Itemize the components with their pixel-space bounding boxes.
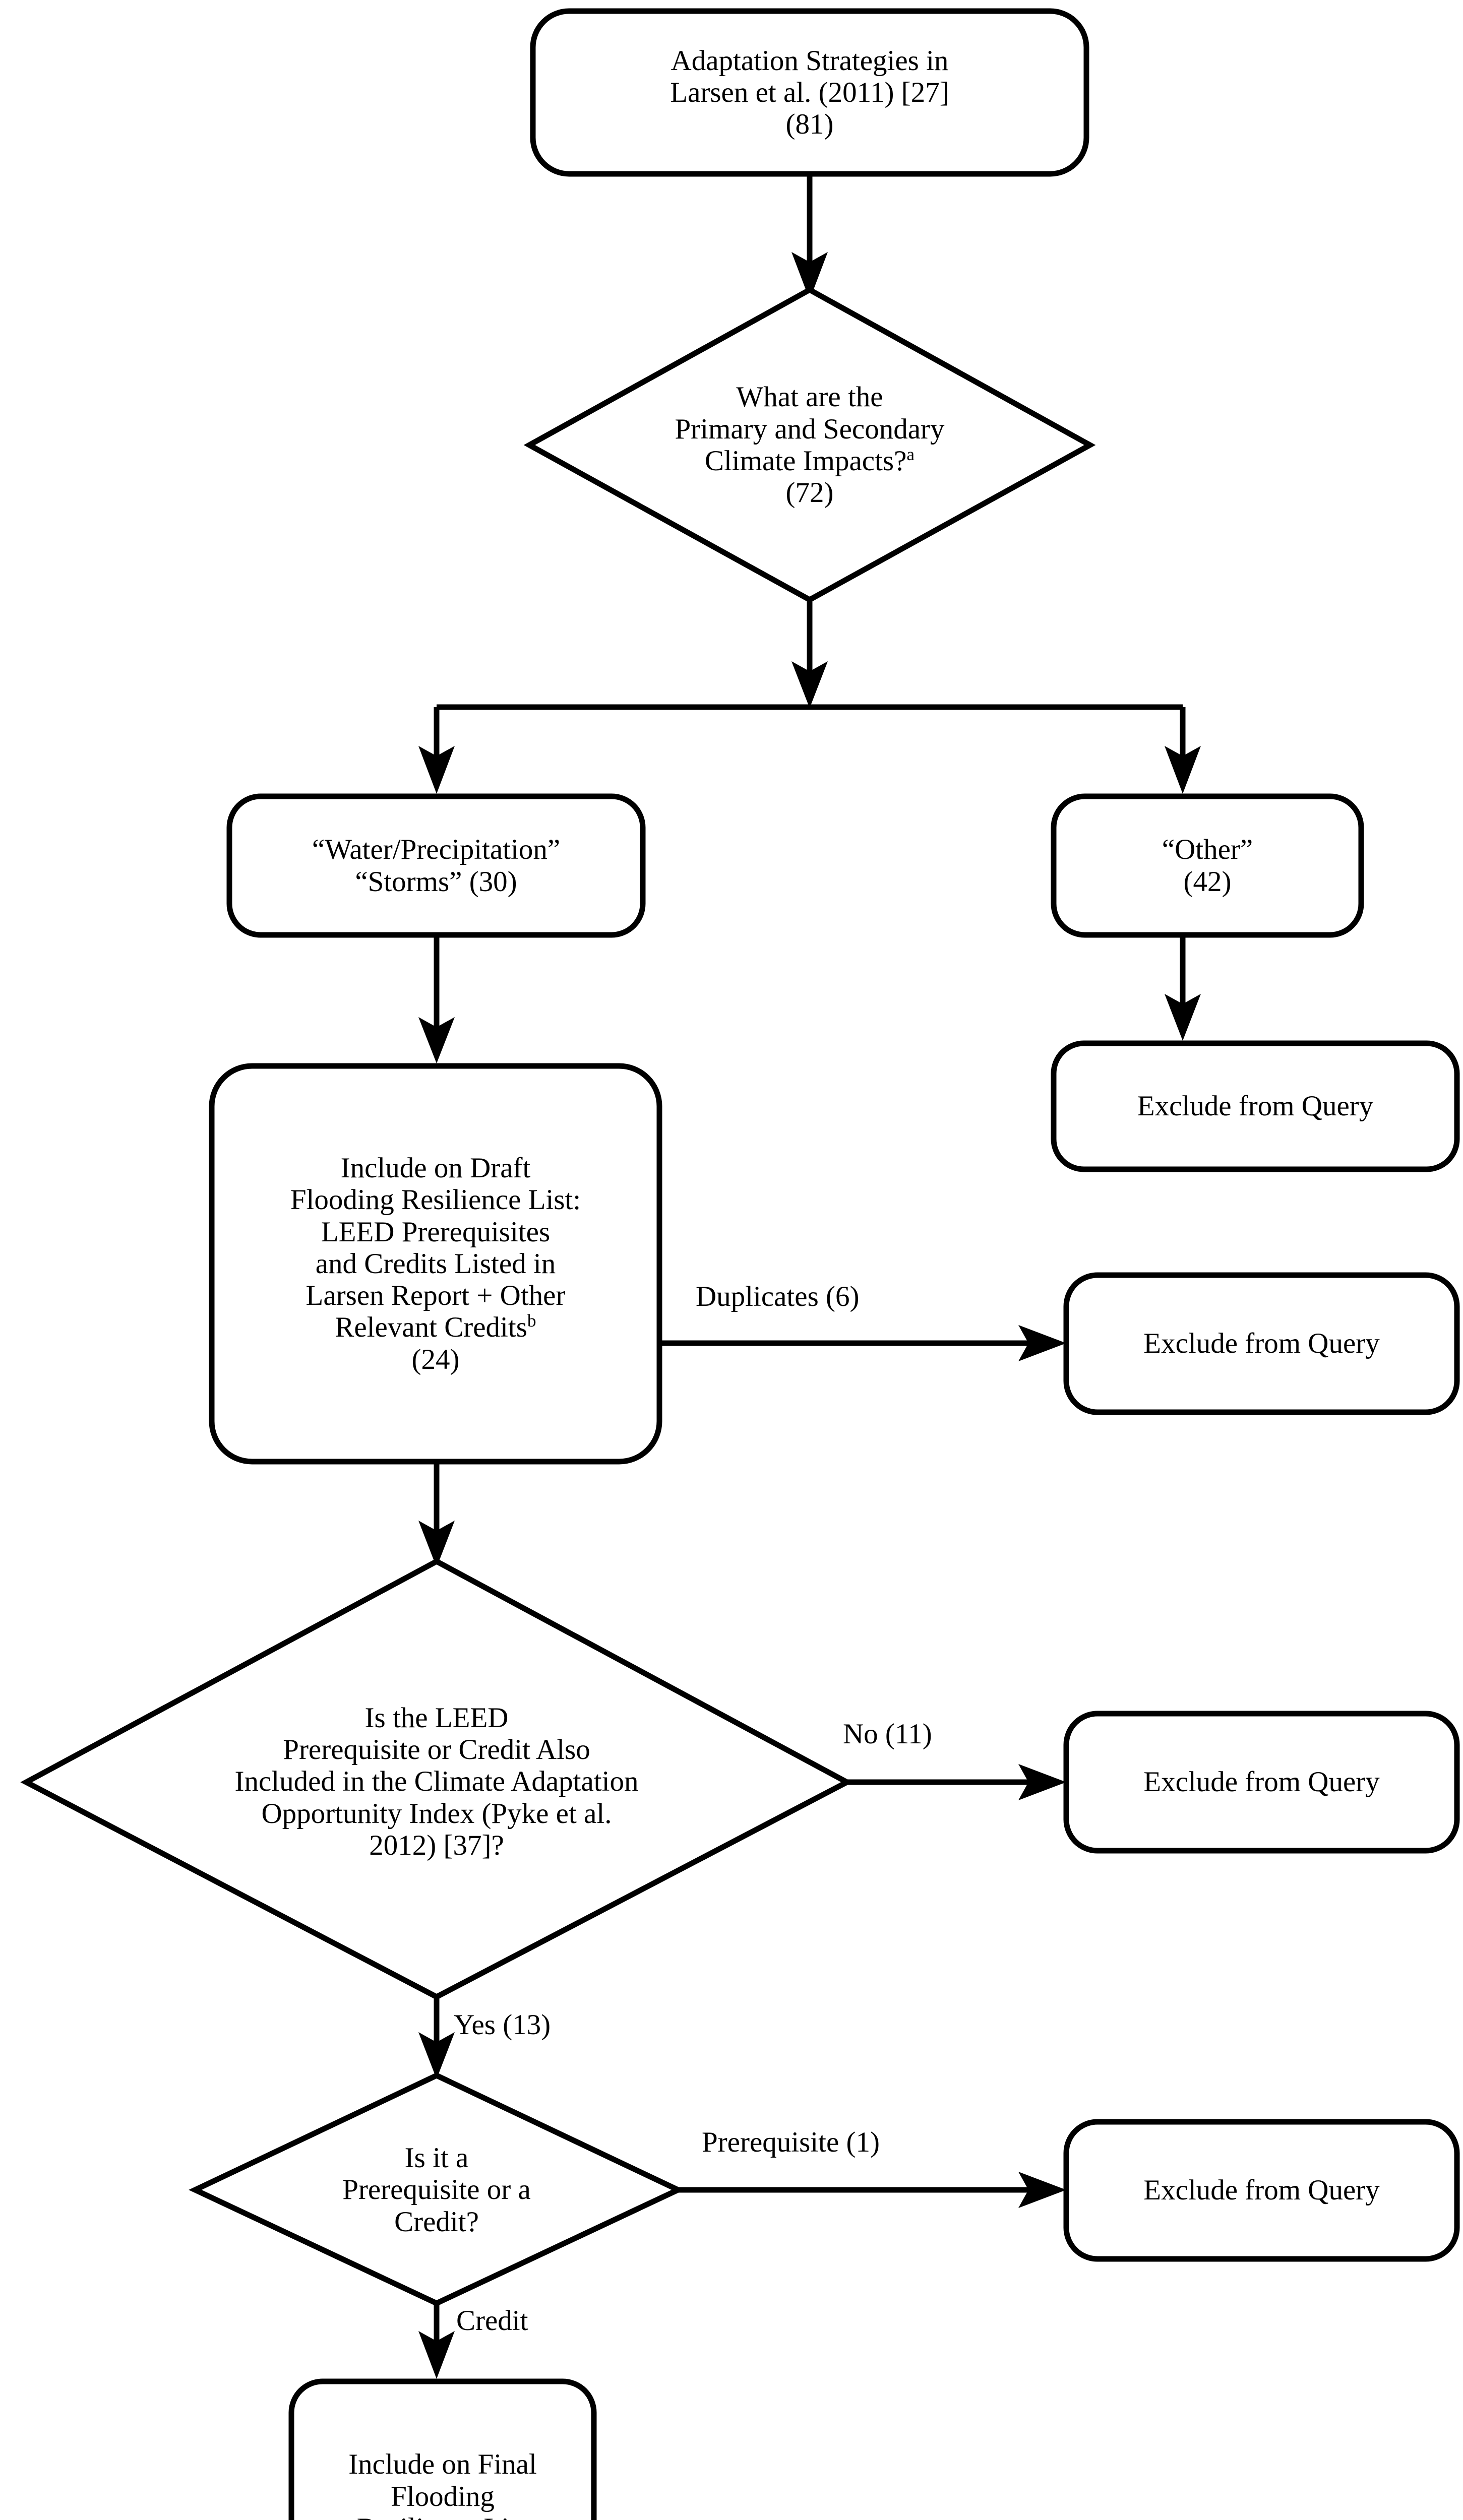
edge-label-no: No (11) [843, 1718, 932, 1750]
edge-other-to-exclude [1165, 935, 1201, 1041]
node-decision-index[interactable] [20, 1558, 853, 2000]
edge-water-to-draft [418, 935, 455, 1063]
edge-label-prerequisite: Prerequisite (1) [702, 2126, 880, 2158]
node-decision-impacts[interactable] [523, 286, 1096, 603]
node-final-list[interactable] [288, 2378, 597, 2520]
node-exclude-duplicates[interactable] [1063, 1272, 1460, 1415]
edge-start-to-impacts [791, 174, 828, 300]
node-start[interactable] [530, 8, 1089, 177]
node-branch-water[interactable] [226, 793, 646, 938]
edge-index-to-prereq [418, 1997, 455, 2079]
node-exclude-other[interactable] [1051, 1040, 1460, 1172]
node-branch-other[interactable] [1051, 793, 1364, 938]
edge-label-yes: Yes (13) [454, 2009, 551, 2041]
node-exclude-prereq[interactable] [1063, 2119, 1460, 2262]
node-exclude-no[interactable] [1063, 1711, 1460, 1854]
edge-prereq-to-exclude [678, 2172, 1066, 2208]
node-draft-list[interactable] [209, 1063, 662, 1465]
edge-draft-to-index [418, 1462, 455, 1567]
edge-impacts-to-split [418, 600, 1201, 794]
edge-label-duplicates: Duplicates (6) [696, 1281, 860, 1312]
node-decision-prereq[interactable] [189, 2072, 685, 2307]
edge-prereq-to-final [418, 2303, 455, 2379]
edge-draft-to-duplicates [659, 1325, 1066, 1361]
edge-index-to-exclude-no [847, 1764, 1066, 1800]
edge-label-credit: Credit [456, 2305, 528, 2337]
